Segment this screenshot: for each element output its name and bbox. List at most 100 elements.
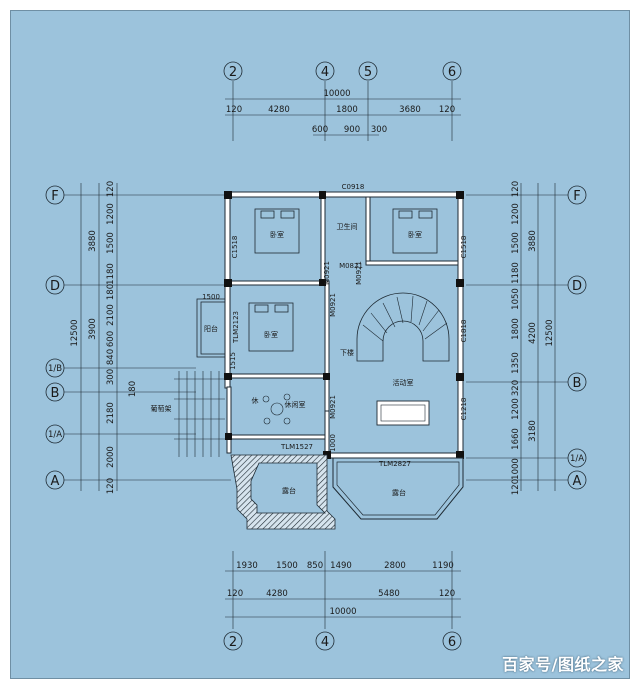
- axis-label-left-1A: 1/A: [48, 430, 62, 440]
- dim-bottom-120-left: 120: [227, 589, 243, 599]
- dim-left-120-top: 120: [106, 181, 116, 197]
- dim-top-3680: 3680: [399, 105, 421, 115]
- dim-top-120-right: 120: [439, 105, 455, 115]
- dim-bottom-1190: 1190: [432, 561, 454, 571]
- dim-right-1660: 1660: [511, 428, 521, 450]
- dim-bottom-1490: 1490: [330, 561, 352, 571]
- label-1515: 1515: [229, 352, 237, 370]
- right-axis-markers: F D B 1/A A: [466, 185, 587, 490]
- axis-label-bottom-6: 6: [448, 635, 456, 650]
- axis-label-right-1A: 1/A: [570, 454, 584, 464]
- room-label-bedroom-ml: 卧室: [264, 330, 278, 339]
- building-walls: [224, 191, 464, 464]
- axis-label-top-5: 5: [364, 65, 372, 80]
- axis-label-top-2: 2: [229, 65, 237, 80]
- dim-right-3880: 3880: [528, 230, 538, 252]
- axis-label-left-B: B: [51, 386, 60, 401]
- room-label-bedroom-tl: 卧室: [270, 230, 284, 239]
- bottom-dimensions: 1930 1500 850 1490 2800 1190 120 4280 54…: [225, 561, 461, 618]
- label-c1518-right: C1518: [460, 236, 468, 259]
- room-label-terrace-left: 露台: [282, 486, 296, 495]
- dim-right-1180: 1180: [511, 262, 521, 284]
- dim-bottom-total: 10000: [329, 607, 356, 617]
- dim-left-300: 300: [106, 369, 116, 385]
- dim-left-840: 840: [106, 349, 116, 365]
- axis-label-bottom-4: 4: [321, 635, 329, 650]
- furniture-tables: [262, 393, 430, 426]
- dim-right-3180: 3180: [528, 420, 538, 442]
- axis-label-top-6: 6: [448, 65, 456, 80]
- furniture-beds: [248, 208, 438, 352]
- dim-bottom-850: 850: [307, 561, 323, 571]
- dim-right-1200-a: 1200: [511, 203, 521, 225]
- axis-label-left-D: D: [50, 279, 60, 294]
- window-door-labels: C0918 C1518 C1518 C1818 C1218 TLM2123 TL…: [202, 183, 468, 468]
- axis-label-left-F: F: [51, 189, 58, 204]
- label-m0921-d: M0921: [329, 395, 337, 419]
- dim-win-900: 900: [344, 125, 360, 135]
- dim-bottom-2800: 2800: [384, 561, 406, 571]
- left-axis-markers: F D 1/B B 1/A A: [45, 185, 231, 490]
- label-tlm2827: TLM2827: [378, 460, 411, 468]
- axis-label-right-B: B: [573, 376, 582, 391]
- dim-left-120-bottom: 120: [106, 478, 116, 494]
- axis-label-right-D: D: [572, 279, 582, 294]
- room-label-lounge: 休闲室: [285, 400, 306, 409]
- dim-right-120-top: 120: [511, 181, 521, 197]
- label-c1518-left: C1518: [231, 236, 239, 259]
- dim-right-1350: 1350: [511, 352, 521, 374]
- room-label-activity: 活动室: [393, 378, 414, 387]
- axis-label-left-1B: 1/B: [48, 364, 62, 374]
- dim-bottom-4280: 4280: [266, 589, 288, 599]
- terrace-left: 露台: [230, 454, 336, 530]
- stair-note: 下楼: [340, 348, 354, 357]
- dim-right-total: 12500: [545, 319, 555, 346]
- axis-label-top-4: 4: [321, 65, 329, 80]
- dim-left-600: 600: [106, 331, 116, 347]
- axis-label-left-A: A: [51, 474, 60, 489]
- dim-left-3900: 3900: [88, 318, 98, 340]
- dim-left-180-a: 180: [106, 284, 116, 300]
- room-label-bedroom-tr: 卧室: [408, 230, 422, 239]
- top-axis-markers: 2 4 5 6: [223, 61, 462, 141]
- dim-top-total: 10000: [323, 89, 350, 99]
- room-label-balcony: 阳台: [204, 324, 218, 333]
- watermark-text: 百家号/图纸之家: [502, 655, 624, 674]
- dim-bottom-5480: 5480: [378, 589, 400, 599]
- pergola: 葡萄架: [151, 371, 225, 457]
- axis-label-bottom-2: 2: [229, 635, 237, 650]
- room-label-bathroom: 卫生间: [337, 222, 358, 231]
- axis-label-right-F: F: [573, 189, 580, 204]
- dim-win-300: 300: [371, 125, 387, 135]
- terrace-right: 露台: [332, 457, 464, 520]
- label-tlm2123: TLM2123: [232, 311, 240, 344]
- left-dimensions: 12500 3880 3900 120 1200 1500 1180 180 2…: [70, 181, 138, 494]
- dim-bottom-1930: 1930: [236, 561, 258, 571]
- label-c1818: C1818: [460, 320, 468, 343]
- dim-left-total: 12500: [70, 319, 80, 346]
- dim-right-320: 320: [511, 380, 521, 396]
- room-label-lounge-tag: 休: [252, 396, 259, 405]
- top-dimensions: 10000 120 4280 1800 3680 120 600 900 300: [225, 89, 461, 136]
- room-label-terrace-right: 露台: [392, 488, 406, 497]
- label-tlm1527: TLM1527: [280, 443, 313, 451]
- dim-right-1200-b: 1200: [511, 398, 521, 420]
- label-1500: 1500: [202, 293, 220, 301]
- dim-left-2180: 2180: [106, 402, 116, 424]
- dim-left-3880: 3880: [88, 230, 98, 252]
- dim-left-1180: 1180: [106, 263, 116, 285]
- dim-top-120-left: 120: [226, 105, 242, 115]
- dim-right-120-bottom: 120: [511, 479, 521, 495]
- dim-left-1200: 1200: [106, 203, 116, 225]
- dim-bottom-120-right: 120: [439, 589, 455, 599]
- label-pergola: 葡萄架: [151, 404, 172, 413]
- label-m0821: M0821: [339, 262, 363, 270]
- floor-plan: 2 4 5 6 10000 120 4280 1800 3680 120 600…: [45, 61, 587, 651]
- label-m0921-c: M0921: [329, 293, 337, 317]
- label-c0918: C0918: [342, 183, 365, 191]
- dim-left-2100: 2100: [106, 304, 116, 326]
- label-c1218: C1218: [460, 398, 468, 421]
- dim-top-1800: 1800: [336, 105, 358, 115]
- dim-left-1500: 1500: [106, 232, 116, 254]
- dim-right-1050: 1050: [511, 288, 521, 310]
